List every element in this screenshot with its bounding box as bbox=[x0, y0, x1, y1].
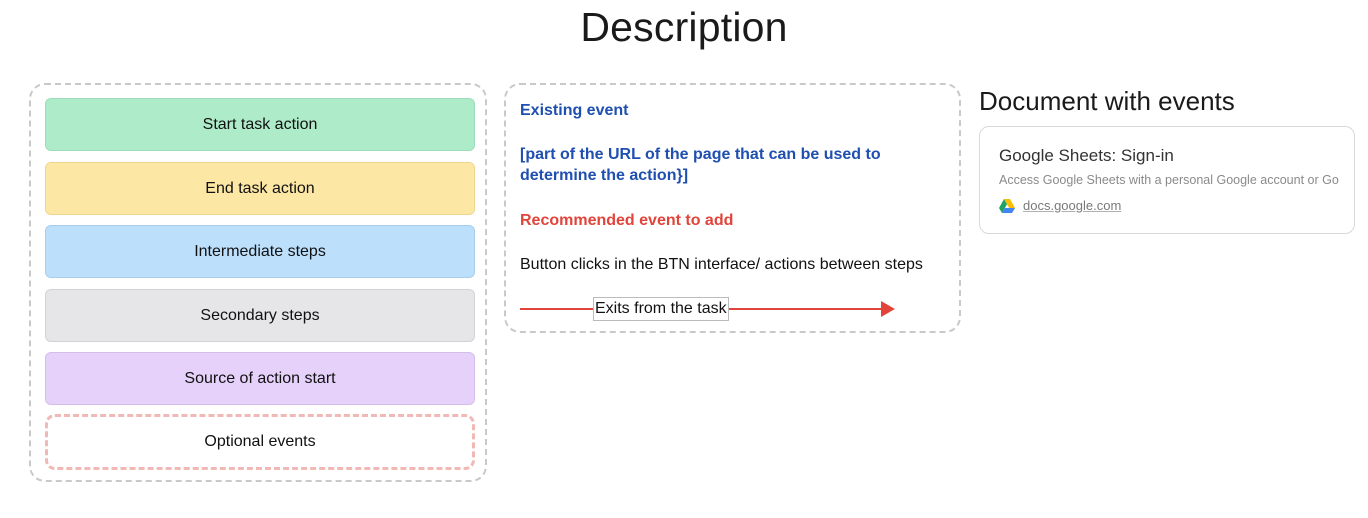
exit-arrow-head bbox=[881, 301, 895, 317]
document-link-card[interactable]: Google Sheets: Sign-in Access Google She… bbox=[979, 126, 1355, 234]
page-title: Description bbox=[580, 4, 788, 50]
card-domain-link[interactable]: docs.google.com bbox=[1023, 198, 1122, 213]
legend-secondary-steps: Secondary steps bbox=[45, 289, 475, 342]
document-heading: Document with events bbox=[979, 86, 1235, 116]
legend-panel: Start task action End task action Interm… bbox=[29, 83, 487, 482]
google-drive-icon bbox=[999, 198, 1015, 213]
key-panel: Existing event [part of the URL of the p… bbox=[504, 83, 961, 333]
url-note-label: [part of the URL of the page that can be… bbox=[520, 146, 881, 184]
card-link-row[interactable]: docs.google.com bbox=[999, 198, 1121, 213]
legend-start-task-action: Start task action bbox=[45, 98, 475, 151]
card-description: Access Google Sheets with a personal Goo… bbox=[999, 173, 1339, 187]
recommended-event-label: Recommended event to add bbox=[520, 212, 734, 229]
legend-intermediate-steps: Intermediate steps bbox=[45, 225, 475, 278]
exit-arrow-row: Exits from the task bbox=[520, 295, 900, 323]
existing-event-label: Existing event bbox=[520, 102, 629, 119]
card-title[interactable]: Google Sheets: Sign-in bbox=[999, 146, 1174, 165]
legend-end-task-action: End task action bbox=[45, 162, 475, 215]
legend-source-of-action-start: Source of action start bbox=[45, 352, 475, 405]
legend-optional-events: Optional events bbox=[45, 414, 475, 470]
exits-label: Exits from the task bbox=[593, 297, 729, 321]
button-clicks-label: Button clicks in the BTN interface/ acti… bbox=[520, 256, 923, 273]
